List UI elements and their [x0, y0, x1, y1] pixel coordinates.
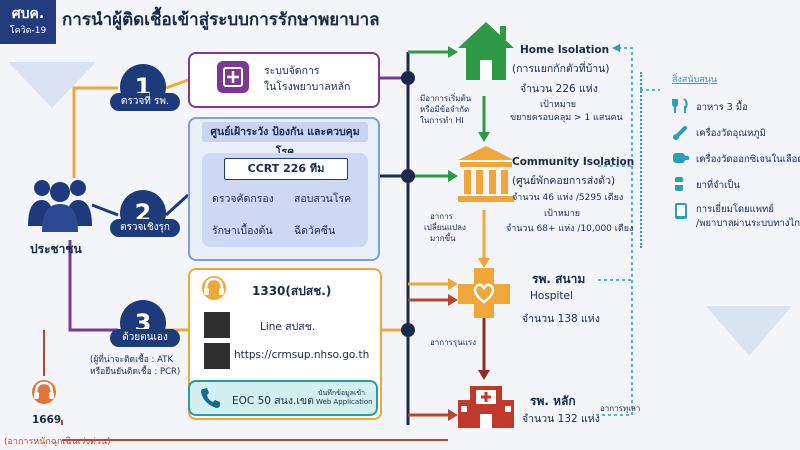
community-isolation-target-value: จำนวน 68+ แห่ง /10,000 เตียง	[506, 224, 634, 234]
ccrt-team-count: CCRT 226 ทีม	[224, 158, 348, 180]
note-worsening-1: อาการ	[430, 212, 453, 221]
line-qr-code[interactable]	[204, 312, 230, 338]
box1-line1: ระบบจัดการ	[264, 65, 320, 77]
home-isolation-sub: (การแยกกักตัวที่บ้าน)	[512, 63, 610, 75]
community-isolation-count: จำนวน 46 แห่ง /5295 เตียง	[512, 193, 624, 203]
home-isolation-count: จำนวน 226 แห่ง	[520, 83, 598, 95]
telemedicine-icon	[675, 203, 687, 219]
nhso-url-link[interactable]: https://crmsup.nhso.go.th	[234, 349, 370, 361]
community-isolation-icon	[458, 146, 514, 202]
home-isolation-title: Home Isolation	[520, 44, 610, 56]
main-hospital-count: จำนวน 132 แห่ง	[522, 413, 600, 425]
box1-line2: ในโรงพยาบาลหลัก	[264, 81, 351, 93]
eoc-note-2: Web Application	[316, 398, 373, 406]
thermometer-icon	[673, 126, 687, 140]
field-hospital-count: จำนวน 138 แห่ง	[522, 313, 600, 325]
home-isolation-target: เป้าหมาย	[540, 100, 577, 110]
community-isolation-target: เป้าหมาย	[544, 209, 581, 219]
field-hospital-sub: Hospitel	[530, 290, 573, 302]
people-group-icon	[28, 180, 92, 232]
web-qr-code[interactable]	[204, 343, 230, 369]
hotline-note: (อาการหนักฉุกเฉินเร่งด่วน)	[4, 437, 111, 447]
junction-dot	[401, 71, 415, 85]
support-item-thermometer: เครื่องวัดอุณหภูมิ	[696, 128, 766, 139]
hospital-system-icon	[217, 61, 249, 93]
junction-dot	[401, 323, 415, 337]
eoc-label: EOC 50 สนง.เขต	[232, 395, 314, 407]
field-hospital-title: รพ. สนาม	[532, 272, 586, 286]
community-isolation-title: Community Isolation	[512, 156, 635, 168]
note-worsening-2: เปลี่ยนแปลง	[424, 223, 466, 232]
junction-dot	[401, 169, 415, 183]
home-isolation-icon	[458, 22, 514, 80]
home-isolation-target-value: ขยายครอบคลุม > 1 แสนคน	[510, 113, 623, 123]
headset-icon	[202, 276, 226, 300]
step-3-note-1: (ผู้ที่น่าจะติดเชื้อ : ATK	[90, 355, 174, 365]
main-hospital-icon	[458, 386, 514, 428]
ccsa-logo: ศบค. โควิด-19	[0, 0, 56, 44]
support-item-telemedicine-1: การเยี่ยมโดยแพทย์	[696, 204, 774, 215]
support-title: สิ่งสนับสนุน	[672, 75, 718, 85]
phone-icon	[201, 388, 220, 408]
page-title: การนำผู้ติดเชื้อเข้าสู่ระบบการรักษาพยาบา…	[62, 10, 380, 30]
people-label: ประชาชน	[30, 242, 82, 256]
step-3-note-2: หรือยืนยันติดเชื้อ : PCR)	[90, 367, 181, 377]
headset-icon	[32, 380, 56, 404]
ccrt-item-treatment: รักษาเบื้องต้น	[212, 225, 273, 237]
eoc-note-1: บันทึกข้อมูลเข้า	[318, 389, 366, 397]
ccrt-item-vaccine: ฉีดวัคซีน	[294, 225, 336, 237]
support-item-oximeter: เครื่องวัดออกซิเจนในเลือด	[696, 154, 800, 165]
note-recovered: อาการทุเลา	[600, 404, 641, 413]
support-item-telemedicine-2: /พยาบาลผ่านระบบทางไกล	[696, 218, 800, 229]
hotline-1669: 1669	[32, 414, 62, 426]
note-initial-symptoms-2: หรือมีข้อจำกัด	[420, 105, 470, 114]
support-item-medicine: ยาที่จำเป็น	[696, 180, 740, 191]
support-panel	[640, 72, 797, 248]
ccrt-item-investigation: สอบสวนโรค	[294, 193, 352, 205]
ccrt-item-screening: ตรวจคัดกรอง	[212, 193, 274, 205]
community-isolation-sub: (ศูนย์พักคอยการส่งตัว)	[512, 175, 616, 187]
step-1-label: ตรวจที่ รพ.	[110, 93, 180, 111]
hotline-1330: 1330(สปสช.)	[252, 284, 332, 298]
step-3-label: ด้วยตนเอง	[110, 329, 180, 347]
note-initial-symptoms-3: ในการทำ HI	[420, 116, 464, 125]
main-hospital-title: รพ. หลัก	[530, 394, 576, 408]
food-icon	[672, 98, 688, 113]
field-hospital-icon	[458, 268, 510, 318]
step-2-label: ตรวจเชิงรุก	[110, 219, 180, 237]
support-item-food: อาหาร 3 มื้อ	[696, 102, 748, 113]
logo-line2: โควิด-19	[9, 26, 47, 36]
note-initial-symptoms-1: มีอาการเริ่มต้น	[420, 94, 472, 103]
box2-header: ศูนย์เฝ้าระวัง ป้องกัน และควบคุมโรค	[202, 122, 368, 158]
eoc-panel	[188, 380, 378, 416]
logo-line1: ศบค.	[11, 6, 45, 22]
note-worsening-3: มากขึ้น	[430, 234, 456, 243]
note-severe: อาการรุนแรง	[430, 338, 477, 347]
pulse-oximeter-icon	[673, 153, 689, 163]
line-account-label: Line สปสช.	[260, 321, 316, 333]
medicine-icon	[675, 177, 683, 191]
